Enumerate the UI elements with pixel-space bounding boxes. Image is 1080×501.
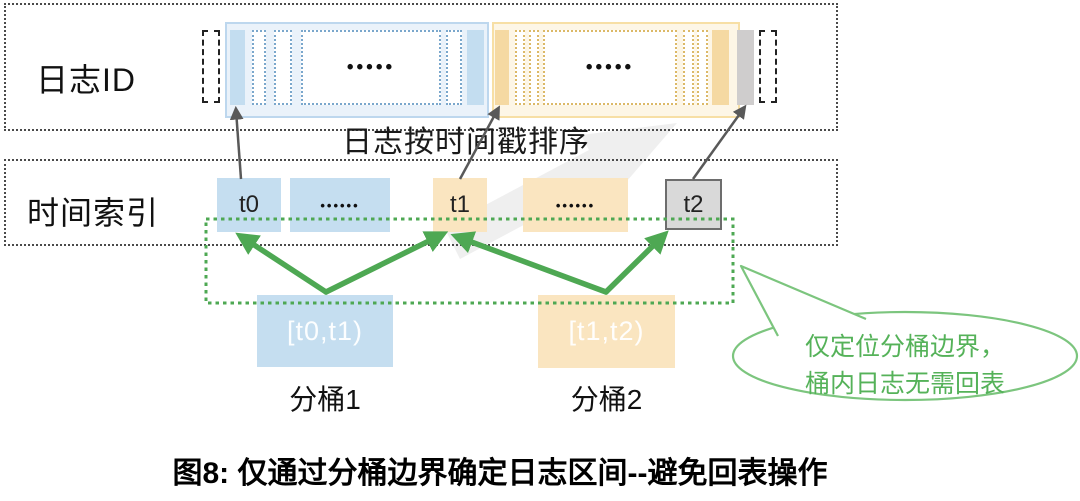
time-index-t2: t2 <box>665 179 722 230</box>
log-entry-t0 <box>230 30 245 105</box>
bucket2-label: 分桶2 <box>570 384 643 415</box>
time-index-ellipsis-blue: •••••• <box>290 178 390 232</box>
log-slot-orange-ellipsis: ••••• <box>543 30 677 105</box>
ellipsis-dots: ••••• <box>346 56 396 78</box>
bucket1-label: 分桶1 <box>289 384 361 415</box>
log-slot-blue <box>274 30 292 105</box>
time-index-ellipsis-orange: •••••• <box>523 178 628 232</box>
sort-note-text: 日志按时间戳排序 <box>342 126 590 159</box>
log-slot-blue-ellipsis: ••••• <box>301 30 441 105</box>
log-slot-orange <box>529 30 539 105</box>
bucket2-range-box: [t1,t2) <box>538 295 675 368</box>
callout-text-line1: 仅定位分桶边界， <box>804 333 1005 361</box>
log-entry-blue-last <box>467 30 484 105</box>
log-entry-t1 <box>495 30 509 105</box>
log-entry-t2 <box>737 30 754 105</box>
log-id-frame <box>4 3 838 131</box>
figure-caption: 图8: 仅通过分桶边界确定日志区间--避免回表操作 <box>172 457 828 490</box>
time-index-t0: t0 <box>217 178 281 232</box>
log-entry-orange-last <box>712 30 729 105</box>
log-slot-outside-right <box>759 30 777 103</box>
bucket1-range-box: [t0,t1) <box>257 295 393 367</box>
log-slot-orange <box>515 30 525 105</box>
time-index-t1: t1 <box>433 178 487 232</box>
ellipsis-dots: ••••• <box>585 56 635 78</box>
log-slot-orange <box>697 30 708 105</box>
callout-text-line2: 桶内日志无需回表 <box>804 370 1005 398</box>
log-id-label: 日志ID <box>36 62 137 98</box>
time-index-label: 时间索引 <box>27 195 160 231</box>
log-slot-blue <box>252 30 266 105</box>
log-slot-outside-left <box>202 30 220 103</box>
log-slot-orange <box>683 30 694 105</box>
log-slot-blue <box>446 30 462 105</box>
